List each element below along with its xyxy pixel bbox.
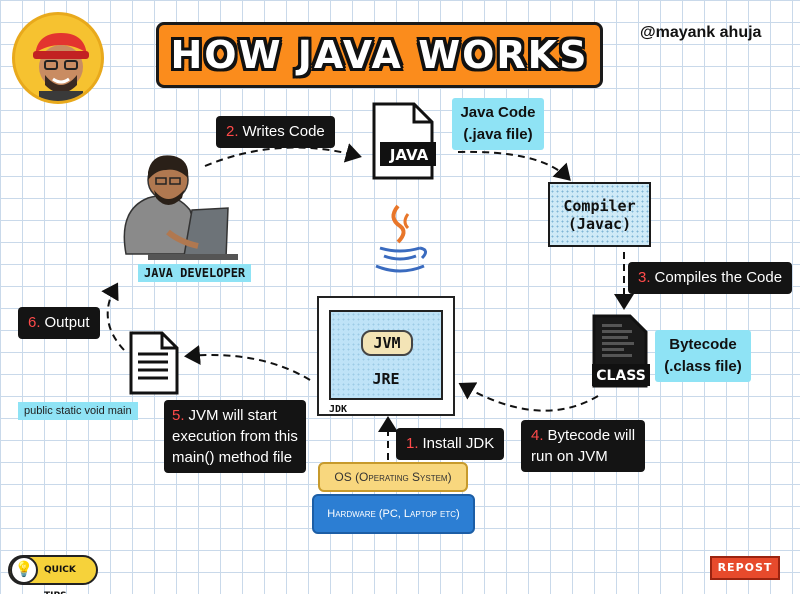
step-2-number: 2. (226, 123, 239, 140)
bytecode-label: Bytecode (.class file) (655, 330, 751, 382)
os-box: OS (Operating System) (318, 462, 468, 492)
hardware-box: Hardware (PC, Laptop etc) (312, 494, 475, 534)
step-1-number: 1. (406, 435, 419, 452)
compiler-line1: Compiler (563, 196, 636, 215)
jre-text: JRE (372, 370, 400, 388)
class-file-icon: CLASS (592, 314, 650, 388)
step-2-label: 2.Writes Code (216, 116, 335, 148)
document-icon (129, 331, 179, 395)
step-6-label: 6.Output (18, 307, 100, 339)
compiler-box: Compiler (Javac) (548, 182, 651, 247)
compiler-line2: (Javac) (567, 214, 632, 233)
java-coffee-cup-icon (375, 204, 427, 273)
step-5-number: 5. (172, 407, 185, 424)
title-banner: HOW JAVA WORKS (156, 22, 603, 88)
bytecode-label-line2: (.class file) (664, 358, 742, 375)
class-file-text: CLASS (596, 368, 646, 384)
java-file-text: JAVA (389, 146, 429, 164)
repost-button[interactable]: REPOST (710, 556, 780, 580)
page-title: HOW JAVA WORKS (170, 33, 589, 77)
jdk-text: JDK (329, 404, 348, 415)
step-4-line1: Bytecode will (547, 427, 636, 444)
java-code-label: Java Code (.java file) (452, 98, 544, 150)
step-6-number: 6. (28, 314, 41, 331)
java-file-icon: JAVA (372, 102, 436, 180)
step-5-label: 5.JVM will start execution from this mai… (164, 400, 306, 473)
arrow-dev-to-code (204, 143, 362, 167)
step-5-line3: main() method file (172, 449, 293, 466)
jre-box: JVM JRE (329, 310, 443, 400)
arrow-bytecode-to-jvm (458, 382, 599, 412)
java-code-label-line2: (.java file) (463, 126, 533, 143)
step-1-label: 1.Install JDK (396, 428, 505, 460)
arrow-code-to-compiler (457, 150, 571, 181)
step-6-text: Output (44, 314, 90, 331)
arrow-main-to-dev (101, 282, 125, 351)
step-5-line2: execution from this (172, 428, 298, 445)
main-method-label: public static void main (18, 402, 138, 420)
author-handle: @mayank ahuja (640, 24, 762, 41)
step-3-text: Compiles the Code (654, 269, 783, 286)
step-4-line2: run on JVM (531, 448, 608, 465)
step-4-number: 4. (531, 427, 544, 444)
developer-label: JAVA DEVELOPER (138, 264, 252, 282)
step-1-text: Install JDK (422, 435, 495, 452)
step-3-number: 3. (638, 269, 651, 286)
java-code-label-line1: Java Code (460, 104, 536, 121)
jvm-box: JVM (361, 330, 413, 356)
step-4-label: 4.Bytecode will run on JVM (521, 420, 646, 472)
lightbulb-icon: 💡 (10, 556, 38, 584)
step-5-line1: JVM will start (188, 407, 277, 424)
bytecode-label-line1: Bytecode (669, 336, 737, 353)
avatar (12, 12, 104, 104)
step-2-text: Writes Code (242, 123, 325, 140)
arrow-jvm-to-main (184, 345, 311, 381)
step-3-label: 3.Compiles the Code (628, 262, 793, 294)
jdk-box: JVM JRE JDK (317, 296, 455, 416)
